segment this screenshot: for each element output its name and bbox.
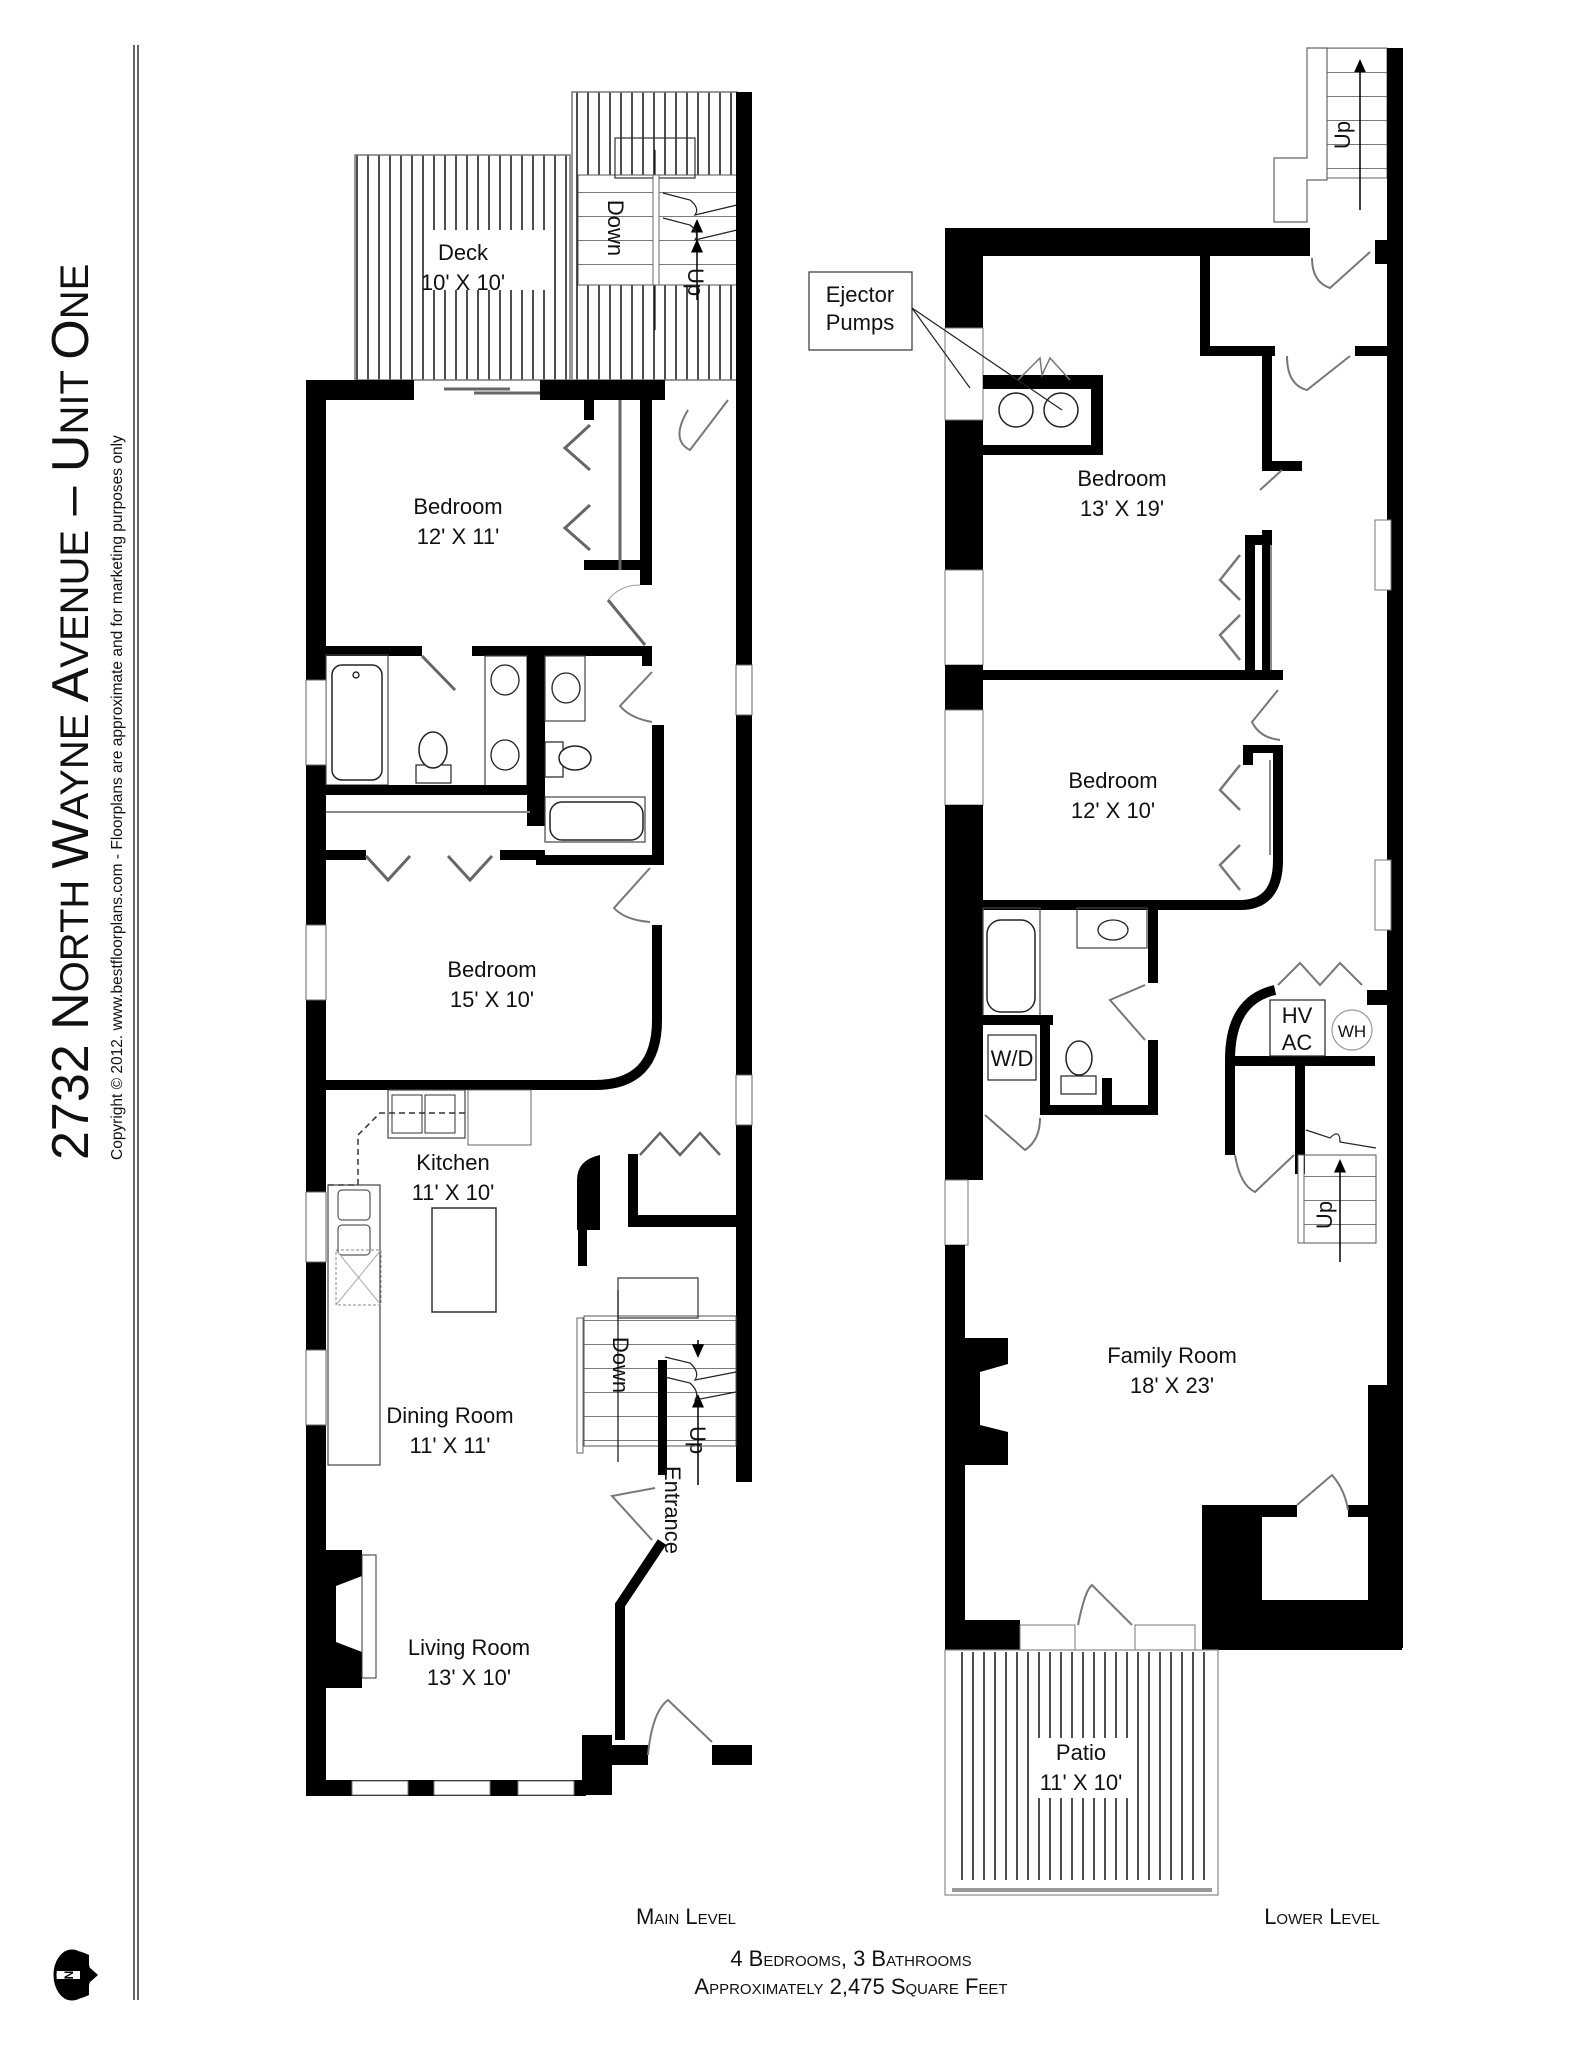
svg-text:13' X 10': 13' X 10' (427, 1665, 511, 1690)
svg-text:11' X 11': 11' X 11' (410, 1433, 491, 1458)
copyright-notice: Copyright © 2012. www.bestfloorplans.com… (109, 435, 126, 1160)
stair-down-label: Down (603, 200, 628, 256)
room-label-bedroom: Bedroom 12' X 11' (413, 494, 502, 549)
svg-text:18' X 23': 18' X 23' (1130, 1373, 1214, 1398)
ejector-pump-icon (998, 392, 1034, 428)
svg-text:WH: WH (1338, 1022, 1366, 1041)
washer-dryer (987, 1034, 1037, 1081)
stove-burner-icon (391, 1094, 423, 1134)
sink-icon (337, 1189, 371, 1221)
north-compass-icon: N (53, 1949, 98, 2001)
refrigerator (467, 1089, 532, 1146)
svg-text:HV: HV (1282, 1003, 1313, 1028)
hvac-unit (1269, 999, 1326, 1057)
room-label-dining-room: Dining Room 11' X 11' (386, 1403, 513, 1458)
svg-text:13' X 19': 13' X 19' (1080, 496, 1164, 521)
room-label-family-room: Family Room 18' X 23' (1107, 1343, 1237, 1398)
toilet-icon (418, 731, 448, 769)
svg-text:Ejector: Ejector (826, 282, 894, 307)
ejector-pump-icon (1043, 392, 1079, 428)
lower-level-plan: Up Ejector Pumps (808, 47, 1403, 1896)
svg-text:Bedroom: Bedroom (1068, 768, 1157, 793)
sink-icon (337, 1224, 371, 1256)
bathtub-icon (549, 801, 644, 841)
sink-icon (490, 739, 520, 771)
main-level-caption: Main Level (636, 1904, 736, 1929)
summary-bed-bath: 4 Bedrooms, 3 Bathrooms (730, 1946, 971, 1971)
svg-text:Patio: Patio (1056, 1740, 1106, 1765)
summary-square-feet: Approximately 2,475 Square Feet (694, 1974, 1007, 1999)
svg-text:10' X 10': 10' X 10' (421, 270, 505, 295)
room-label-deck: Deck 10' X 10' (421, 240, 505, 295)
entrance-label: Entrance (660, 1466, 685, 1554)
main-level-plan: Down Up (305, 91, 753, 1796)
room-label-bedroom: Bedroom 15' X 10' (447, 957, 536, 1012)
stair-down-label: Down (608, 1337, 633, 1393)
room-label-living-room: Living Room 13' X 10' (408, 1635, 530, 1690)
water-heater-icon (1331, 1009, 1373, 1051)
svg-text:Kitchen: Kitchen (416, 1150, 489, 1175)
stair-up-label: Up (1312, 1201, 1337, 1229)
kitchen-island (431, 1207, 497, 1313)
svg-text:11' X 10': 11' X 10' (412, 1180, 495, 1205)
svg-text:Living Room: Living Room (408, 1635, 530, 1660)
room-label-patio: Patio 11' X 10' (1040, 1740, 1123, 1795)
svg-text:Deck: Deck (438, 240, 489, 265)
svg-text:Dining Room: Dining Room (386, 1403, 513, 1428)
lower-level-caption: Lower Level (1264, 1904, 1380, 1929)
svg-text:15' X 10': 15' X 10' (450, 987, 534, 1012)
sink-icon (490, 664, 520, 696)
stair-up-label: Up (683, 268, 708, 296)
svg-text:Family Room: Family Room (1107, 1343, 1237, 1368)
svg-text:Pumps: Pumps (826, 310, 894, 335)
svg-text:12' X 11': 12' X 11' (417, 524, 500, 549)
toilet-icon (1065, 1040, 1093, 1076)
bathtub-icon (986, 919, 1036, 1013)
room-label-kitchen: Kitchen 11' X 10' (412, 1150, 495, 1205)
svg-text:W/D: W/D (991, 1046, 1034, 1071)
stove-burner-icon (424, 1094, 456, 1134)
svg-text:12' X 10': 12' X 10' (1071, 798, 1155, 823)
sink-icon (1097, 919, 1129, 941)
svg-text:Bedroom: Bedroom (447, 957, 536, 982)
compass-letter: N (62, 1971, 76, 1980)
ejector-pumps-callout (808, 271, 913, 351)
svg-text:AC: AC (1282, 1030, 1313, 1055)
bathtub-icon (331, 664, 383, 781)
room-label-bedroom: Bedroom 13' X 19' (1077, 466, 1166, 521)
toilet-icon (558, 745, 592, 771)
title-block: 2732 NORTH WAYNE AVENUE – UNIT ONE Copyr… (42, 45, 139, 2000)
svg-text:11' X 10': 11' X 10' (1040, 1770, 1123, 1795)
svg-text:Bedroom: Bedroom (1077, 466, 1166, 491)
svg-text:Bedroom: Bedroom (413, 494, 502, 519)
sink-icon (551, 672, 581, 704)
document-title: 2732 NORTH WAYNE AVENUE – UNIT ONE (42, 264, 100, 1160)
stair-up-label: Up (1330, 121, 1355, 149)
stair-up-label: Up (685, 1426, 710, 1454)
room-label-bedroom: Bedroom 12' X 10' (1068, 768, 1157, 823)
